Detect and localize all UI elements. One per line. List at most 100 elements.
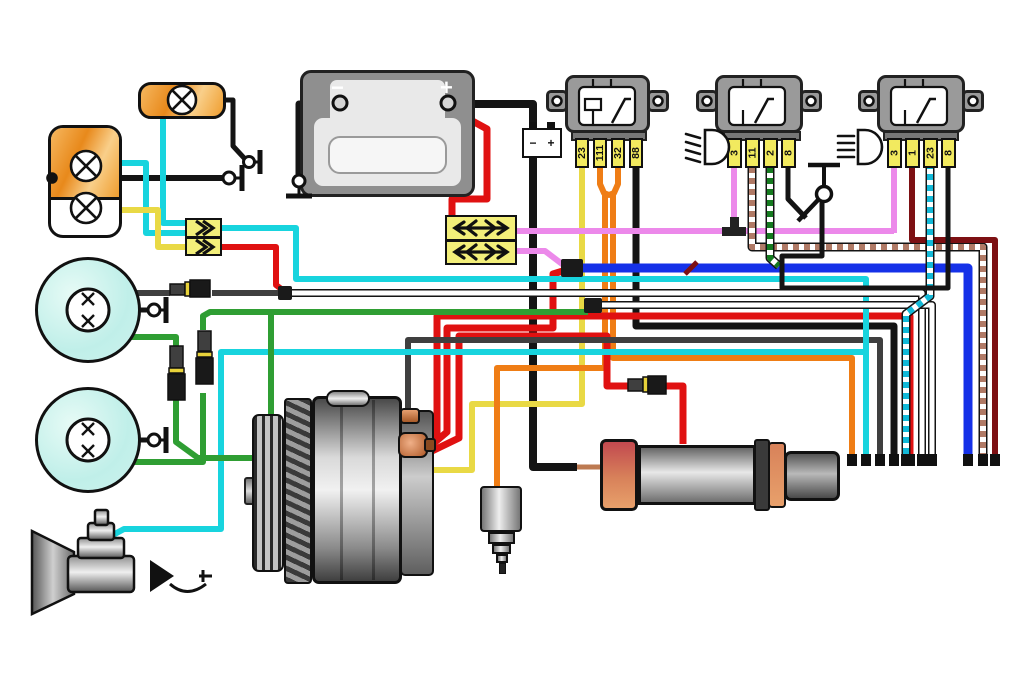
relay-internals bbox=[551, 79, 979, 127]
sensor-tip bbox=[499, 563, 506, 574]
left-connector-symbols bbox=[195, 219, 216, 256]
arrow-connector-divider bbox=[445, 239, 517, 242]
yellow-relay1-to-alternator bbox=[434, 167, 585, 473]
sensor-step-2 bbox=[492, 544, 511, 554]
relay2-terminal-4: 8 bbox=[781, 138, 796, 168]
battery-icon: − + bbox=[522, 128, 562, 158]
left-connector-divider bbox=[185, 236, 222, 239]
battery-icon-minus: − bbox=[529, 136, 537, 150]
battery-icon-nub-right bbox=[547, 122, 555, 129]
green-wire-connector-1 bbox=[167, 345, 186, 401]
gray-alternator-wire bbox=[405, 337, 885, 466]
horn-base bbox=[66, 554, 136, 594]
white-wire-junction bbox=[278, 286, 292, 300]
black-relay2-to-switch bbox=[785, 167, 808, 220]
starter-flange bbox=[600, 439, 638, 511]
lamp-ground-dot bbox=[46, 172, 58, 184]
ground-symbols bbox=[146, 150, 312, 453]
relay1-terminal-3: 32 bbox=[611, 138, 625, 168]
relay1-terminal-1: 23 bbox=[575, 138, 589, 168]
repeater-ground-icon bbox=[242, 150, 263, 174]
relay1-terminal-4: 88 bbox=[629, 138, 643, 168]
headlight1-ground-icon bbox=[146, 297, 169, 323]
battery-label-panel bbox=[328, 136, 447, 174]
bulb-symbols bbox=[46, 84, 198, 225]
battery-negative-label: − bbox=[331, 75, 344, 100]
relay1-socket bbox=[571, 131, 647, 141]
white-wire-2 bbox=[598, 301, 937, 466]
relay1-terminal-2: 111 bbox=[593, 138, 607, 168]
white-wire-1-end-tip bbox=[917, 454, 927, 466]
white-wire-2-end-tip bbox=[927, 454, 937, 466]
parking-bulb-icon bbox=[69, 191, 103, 225]
lamp-ground-icon bbox=[221, 165, 245, 191]
cyan-main bbox=[222, 225, 871, 466]
inline-connectors bbox=[167, 217, 746, 401]
relay1-schematic bbox=[551, 79, 664, 127]
alternator-field-terminal bbox=[400, 408, 420, 424]
cyan-horn-wire bbox=[98, 349, 868, 545]
relay3-terminal-4: 8 bbox=[941, 138, 956, 168]
black-relay1-88 bbox=[632, 167, 899, 466]
repeater-bulb-icon bbox=[166, 84, 198, 116]
sensor-step-1 bbox=[488, 532, 515, 544]
alternator-output-terminal bbox=[398, 432, 428, 458]
orange-to-harness-end-tip bbox=[847, 454, 857, 466]
yellow-parking-lamp bbox=[100, 207, 186, 250]
blue-main-end-tip bbox=[963, 454, 973, 466]
alternator-seam-1 bbox=[340, 400, 343, 580]
battery-ground-icon bbox=[286, 173, 312, 199]
battery-terminals bbox=[331, 94, 457, 112]
blue-wire-connector bbox=[561, 259, 583, 277]
high-beam-icon bbox=[836, 128, 884, 166]
dark-red-spur bbox=[683, 260, 699, 276]
headlight-wire-connector bbox=[169, 279, 211, 298]
red-branch-to-starter-a bbox=[428, 332, 632, 456]
relay3-terminal-2: 1 bbox=[905, 138, 920, 168]
relay2-schematic bbox=[701, 79, 817, 127]
relay3-socket bbox=[883, 131, 959, 141]
dark-red-wire-end-tip bbox=[990, 454, 1000, 466]
lever-switch bbox=[796, 162, 840, 223]
red-branch-to-connector bbox=[425, 266, 568, 451]
white-green-dash-wire bbox=[765, 167, 782, 270]
alternator-seam-2 bbox=[372, 400, 375, 580]
white-wire-1 bbox=[290, 289, 927, 466]
battery-positive-black-wire bbox=[450, 100, 577, 471]
horn bbox=[30, 508, 136, 616]
low-beam-icon bbox=[684, 128, 731, 166]
relay3-terminal-1: 3 bbox=[887, 138, 902, 168]
alternator-terminal-tip bbox=[424, 438, 436, 452]
relay2-terminal-3: 2 bbox=[763, 138, 778, 168]
blue-main bbox=[578, 263, 973, 466]
headlight-filaments bbox=[65, 287, 111, 463]
alternator-cap bbox=[326, 390, 370, 407]
black-relay3-to-switch bbox=[779, 163, 951, 291]
oil-pressure-sensor bbox=[480, 486, 522, 532]
green-white-junction bbox=[584, 298, 602, 313]
battery-icon-nub-left bbox=[529, 122, 537, 129]
arrow-connector-symbols bbox=[452, 219, 510, 261]
cyan-front-lamp bbox=[100, 160, 186, 236]
white-cyan-dash-wire bbox=[901, 163, 935, 466]
battery-top-panel bbox=[330, 80, 445, 125]
starter-wire-connector bbox=[627, 375, 667, 395]
gray-alternator-wire-end-tip bbox=[875, 454, 885, 466]
battery-icon-plus: + bbox=[547, 136, 555, 150]
red-branch-to-starter-b bbox=[662, 382, 687, 444]
headlight2-ground-icon bbox=[146, 427, 169, 453]
orange-jumper-u bbox=[597, 167, 621, 198]
white-brown-dash-wire-end-tip bbox=[978, 454, 988, 466]
black-relay1-88-end-tip bbox=[889, 454, 899, 466]
horn-nipple bbox=[93, 508, 110, 527]
relay3-schematic bbox=[863, 79, 979, 127]
starter-nose bbox=[784, 451, 840, 501]
dark-red-wire bbox=[909, 163, 1000, 466]
horn-icon bbox=[150, 560, 212, 593]
sensor-step-3 bbox=[496, 554, 508, 563]
green-wire-connector-2 bbox=[195, 330, 214, 385]
white-cyan-dash-wire-end-tip bbox=[901, 454, 911, 466]
alternator-fan bbox=[284, 398, 312, 584]
